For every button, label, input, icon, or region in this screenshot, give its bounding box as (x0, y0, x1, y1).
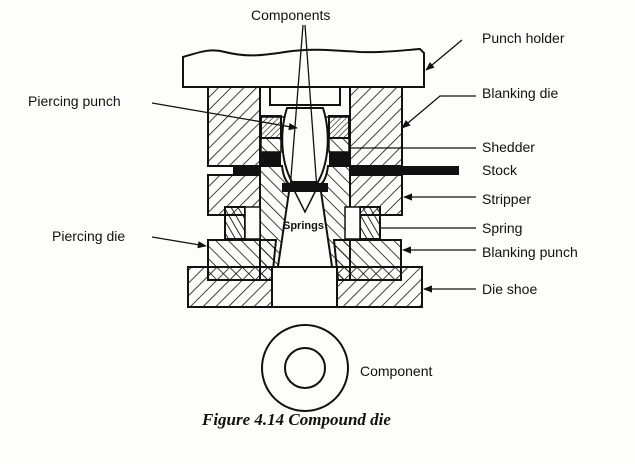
component-outer-ring (261, 324, 349, 412)
label-stock: Stock (482, 162, 518, 178)
label-blanking-die: Blanking die (482, 85, 558, 101)
shedder-right-base (329, 152, 349, 166)
label-stripper: Stripper (482, 191, 531, 207)
shedder-left-lower (260, 137, 282, 153)
die-shoe-right (336, 266, 423, 308)
leader-punch-holder (425, 39, 463, 71)
label-die-shoe: Die shoe (482, 281, 537, 297)
label-spring: Spring (482, 220, 522, 236)
components-pointer-tip (293, 189, 317, 214)
label-blanking-punch: Blanking punch (482, 244, 578, 260)
component-slug (282, 183, 328, 192)
spring-gap-left (244, 206, 261, 240)
shedder-left-upper (260, 115, 282, 139)
figure-caption: Figure 4.14 Compound die (201, 410, 391, 429)
leader-piercing-punch (151, 102, 298, 131)
stock-right (349, 166, 459, 175)
blanking-die-left (207, 86, 261, 167)
shedder-right-lower (328, 137, 350, 153)
shedder-right-upper (328, 115, 350, 139)
label-piercing-die: Piercing die (52, 228, 125, 244)
spring-left (224, 206, 246, 240)
label-component: Component (360, 363, 432, 379)
component-inner-hole (284, 347, 326, 389)
spring-gap-right (344, 206, 361, 240)
leader-blanking-die (401, 95, 476, 129)
shedder-recess (269, 86, 341, 106)
die-shoe-center (271, 266, 338, 308)
die-shoe-left (187, 266, 273, 308)
components-pointer-left (289, 24, 304, 191)
leader-piercing-die (151, 236, 207, 249)
stock-left (233, 166, 261, 175)
label-springs: Springs (283, 220, 324, 232)
label-components: Components (251, 7, 330, 23)
punch-holder (182, 47, 425, 88)
label-punch-holder: Punch holder (482, 30, 565, 46)
shedder-left-base (261, 152, 281, 166)
blanking-die-right (349, 86, 403, 167)
label-shedder: Shedder (482, 139, 535, 155)
label-piercing-punch: Piercing punch (28, 93, 121, 109)
components-pointer-right (304, 24, 318, 191)
spring-right (359, 206, 381, 240)
piercing-punch (281, 107, 329, 183)
